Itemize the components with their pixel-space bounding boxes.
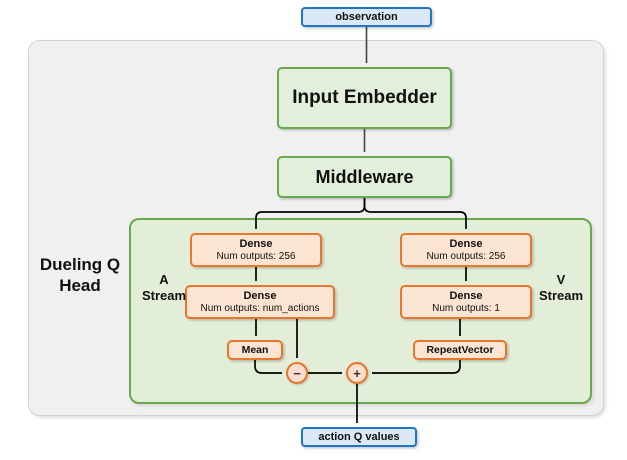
- subtract-symbol: −: [293, 365, 301, 381]
- add-symbol: +: [353, 365, 361, 381]
- node-input-embedder[interactable]: Input Embedder: [277, 67, 452, 129]
- middleware-label: Middleware: [315, 166, 414, 187]
- observation-label: observation: [335, 10, 398, 23]
- node-middleware[interactable]: Middleware: [277, 156, 452, 198]
- dueling-q-head-label-line1: Dueling Q: [39, 255, 121, 274]
- a-dense-actions-title: Dense: [243, 289, 277, 302]
- value-stream-label-line2: Stream: [538, 288, 584, 303]
- node-a-dense-num-actions[interactable]: Dense Num outputs: num_actions: [185, 285, 335, 319]
- mean-label: Mean: [241, 343, 269, 356]
- v-dense-256-subtitle: Num outputs: 256: [426, 250, 506, 262]
- v-dense-256-title: Dense: [449, 237, 483, 250]
- node-repeat-vector[interactable]: RepeatVector: [413, 340, 507, 360]
- dueling-q-head-label-line2: Head: [59, 276, 101, 295]
- node-v-dense-256[interactable]: Dense Num outputs: 256: [400, 233, 532, 267]
- node-a-dense-256[interactable]: Dense Num outputs: 256: [190, 233, 322, 267]
- dueling-q-head-label: Dueling Q Head: [34, 254, 126, 296]
- node-mean[interactable]: Mean: [227, 340, 283, 360]
- input-node-observation[interactable]: observation: [301, 7, 432, 27]
- add-operator-icon[interactable]: +: [346, 362, 368, 384]
- advantage-stream-label-line1: A: [159, 272, 169, 287]
- input-embedder-label: Input Embedder: [292, 87, 437, 108]
- node-v-dense-1[interactable]: Dense Num outputs: 1: [400, 285, 532, 319]
- value-stream-label-line1: V: [556, 272, 566, 287]
- a-dense-actions-subtitle: Num outputs: num_actions: [200, 302, 320, 314]
- v-dense-1-title: Dense: [449, 289, 483, 302]
- action-q-values-label: action Q values: [318, 430, 400, 443]
- v-dense-1-subtitle: Num outputs: 1: [432, 302, 500, 314]
- output-node-action-q-values[interactable]: action Q values: [301, 427, 417, 447]
- value-stream-label: V Stream: [535, 272, 587, 304]
- advantage-stream-label-line2: Stream: [141, 288, 187, 303]
- advantage-stream-label: A Stream: [141, 272, 187, 304]
- a-dense-256-title: Dense: [239, 237, 273, 250]
- subtract-operator-icon[interactable]: −: [286, 362, 308, 384]
- a-dense-256-subtitle: Num outputs: 256: [216, 250, 296, 262]
- repeat-vector-label: RepeatVector: [426, 343, 494, 356]
